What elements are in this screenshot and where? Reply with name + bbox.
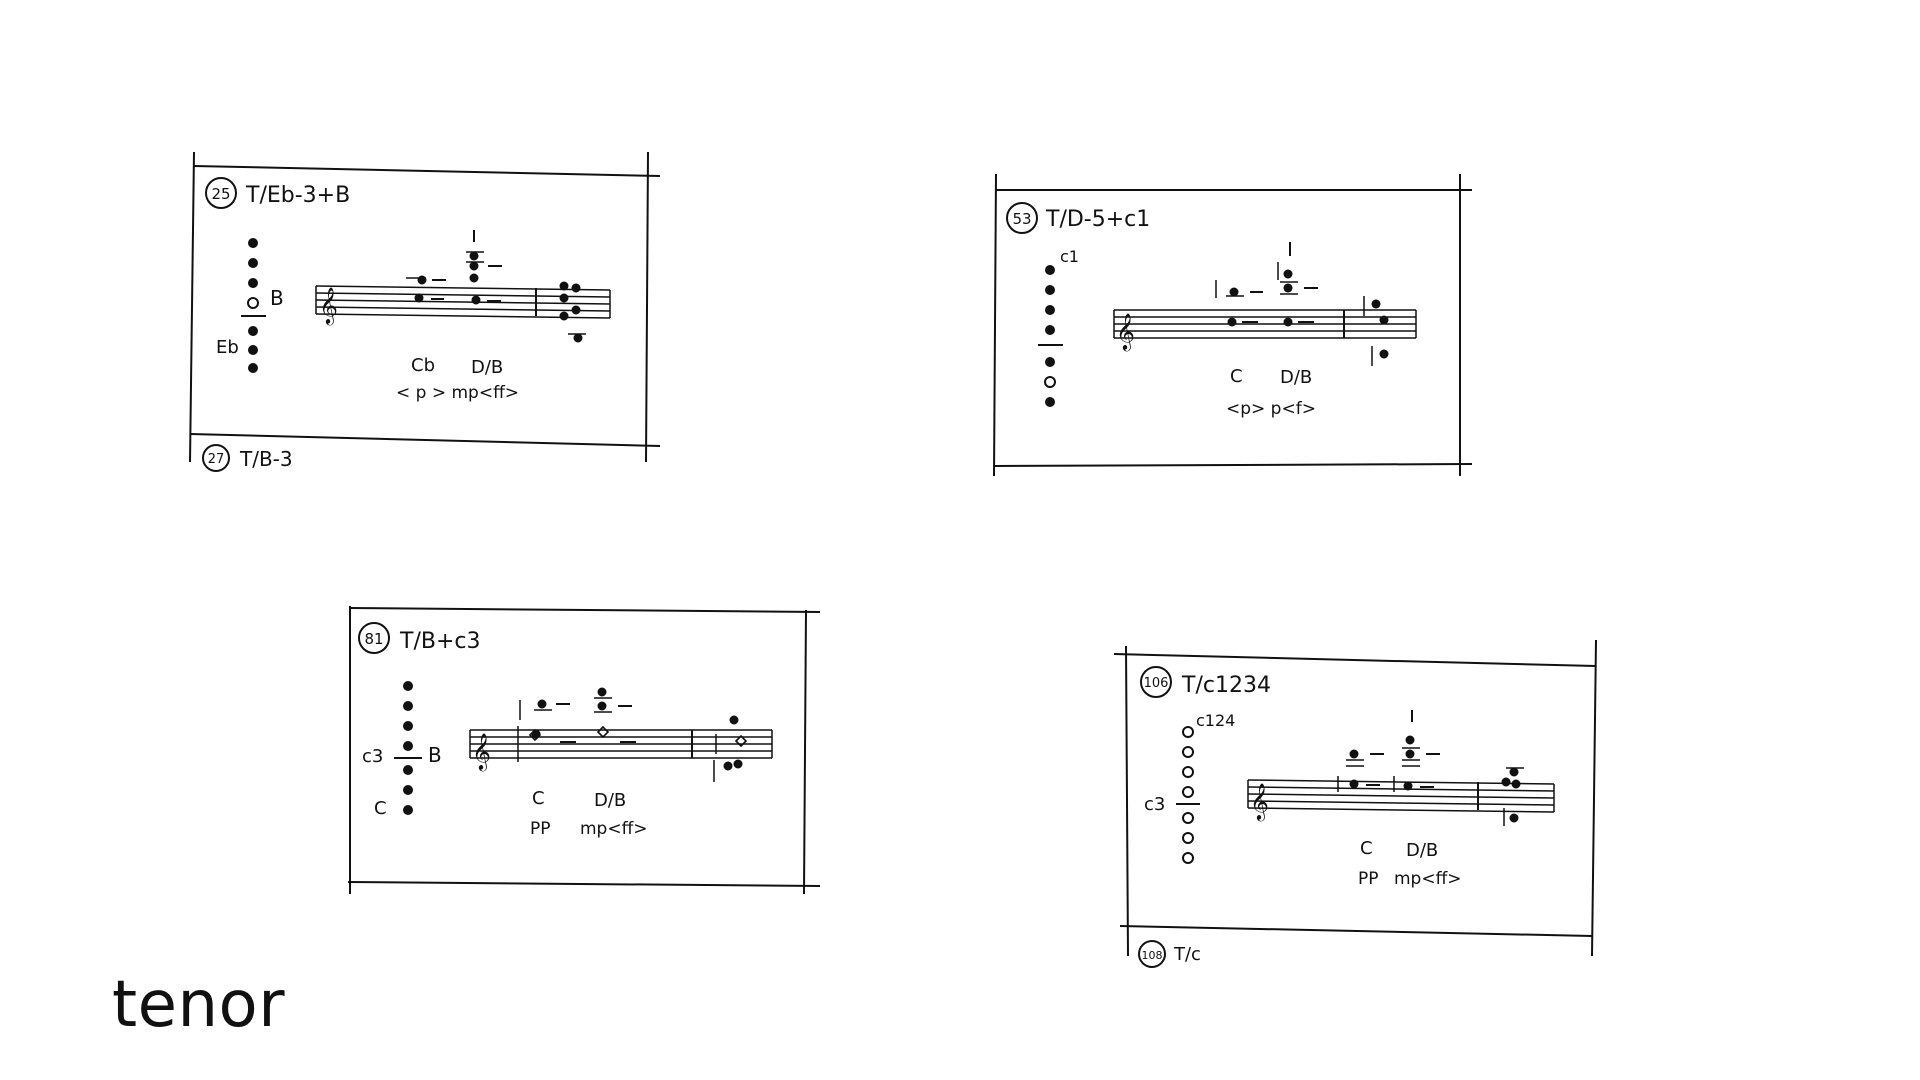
dynamics-2: mp<ff> xyxy=(580,819,648,839)
fingering-title: T/B+c3 xyxy=(399,629,480,654)
fingering-label-c1: c1 xyxy=(1060,247,1079,266)
next-partial-number: 108 xyxy=(1142,949,1163,962)
dynamics: PP xyxy=(1358,869,1379,889)
dynamics: <p> p<f> xyxy=(1226,399,1316,419)
fingering-card-81: 81 T/B+c3 c3 B C 𝄞 xyxy=(344,604,824,896)
fingering-number: 106 xyxy=(1144,676,1169,691)
fingering-label-b: B xyxy=(428,743,442,767)
treble-clef: 𝄞 xyxy=(472,732,491,771)
next-partial-number: 27 xyxy=(208,452,225,467)
fingering-number: 81 xyxy=(364,630,383,648)
fingering-label-c3: c3 xyxy=(362,746,383,767)
notes xyxy=(406,230,586,343)
music-staff xyxy=(469,729,773,759)
treble-clef: 𝄞 xyxy=(319,286,338,325)
notes xyxy=(517,687,748,782)
dynamics-2: mp<ff> xyxy=(1394,869,1462,889)
bottom-label-2: D/B xyxy=(594,790,626,811)
key-dots xyxy=(1176,726,1200,864)
number-circle xyxy=(205,177,237,209)
fingering-chart-25: 25 T/Eb-3+B B Eb 𝄞 xyxy=(189,151,661,472)
fingering-card-53: 53 T/D-5+c1 c1 𝄞 xyxy=(988,170,1478,480)
fingering-number: 25 xyxy=(211,185,230,203)
notes xyxy=(1337,710,1524,826)
next-partial-title: T/c xyxy=(1173,944,1201,965)
fingering-card-25: 25 T/Eb-3+B B Eb 𝄞 xyxy=(186,148,666,472)
next-partial-title: T/B-3 xyxy=(239,447,293,471)
bottom-label-1: C xyxy=(532,788,545,809)
treble-clef: 𝄞 xyxy=(1250,782,1269,821)
bottom-label-1: C xyxy=(1360,838,1373,859)
fingering-label-eb: Eb xyxy=(216,337,239,358)
key-dots xyxy=(1038,265,1063,407)
fingering-title: T/Eb-3+B xyxy=(245,183,350,208)
dynamics: PP xyxy=(530,819,551,839)
key-dots xyxy=(241,238,266,373)
fingering-title: T/D-5+c1 xyxy=(1045,207,1150,232)
dynamics: < p > mp<ff> xyxy=(396,383,519,403)
notes xyxy=(1215,242,1389,366)
instrument-caption: tenor xyxy=(112,968,285,1042)
fingering-card-106: 106 T/c1234 c124 c3 𝄞 xyxy=(1113,639,1604,968)
bottom-label-2: D/B xyxy=(1406,840,1438,861)
fingering-label-c124: c124 xyxy=(1196,711,1235,730)
bottom-label-1: C xyxy=(1230,366,1243,387)
fingering-number: 53 xyxy=(1012,210,1031,228)
music-staff xyxy=(1113,309,1417,339)
treble-clef: 𝄞 xyxy=(1116,312,1135,351)
fingering-label-b: B xyxy=(270,286,284,310)
key-dots xyxy=(394,681,422,815)
bottom-label-1: Cb xyxy=(411,355,435,376)
music-staff xyxy=(1247,779,1555,813)
bottom-label-2: D/B xyxy=(471,357,503,378)
fingering-chart-53: 53 T/D-5+c1 c1 𝄞 xyxy=(993,173,1473,477)
fingering-label-c: C xyxy=(374,798,387,819)
fingering-title: T/c1234 xyxy=(1181,673,1271,698)
bottom-label-2: D/B xyxy=(1280,367,1312,388)
fingering-chart-106: 106 T/c1234 c124 c3 𝄞 xyxy=(1113,639,1597,968)
fingering-label-c3: c3 xyxy=(1144,794,1165,815)
fingering-chart-81: 81 T/B+c3 c3 B C 𝄞 xyxy=(347,606,821,895)
